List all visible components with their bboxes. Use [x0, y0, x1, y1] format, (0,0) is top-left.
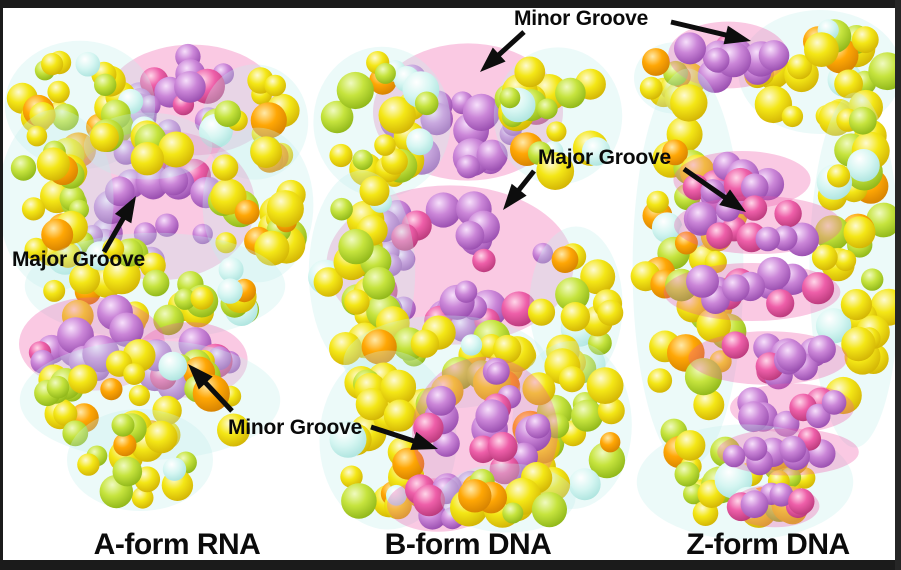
frame-border-left [0, 0, 3, 570]
z-form-dna-structure [630, 10, 901, 540]
label-minor-groove-a-b-form: Minor Groove [228, 416, 363, 439]
a-form-rna-structure [0, 40, 314, 511]
label-major-groove-a-form: Major Groove [12, 248, 145, 271]
frame-border-bottom [0, 560, 901, 570]
frame-border-right [895, 0, 901, 570]
label-minor-groove-top: Minor Groove [514, 7, 649, 30]
caption-z-form-dna: Z-form DNA [686, 528, 850, 561]
annotation-arrows [101, 19, 751, 450]
frame-border-top [0, 0, 901, 8]
caption-a-form-rna: A-form RNA [93, 528, 261, 561]
label-major-groove-b-z-form: Major Groove [538, 146, 671, 169]
caption-b-form-dna: B-form DNA [384, 528, 552, 561]
b-form-dna-structure [308, 43, 632, 533]
